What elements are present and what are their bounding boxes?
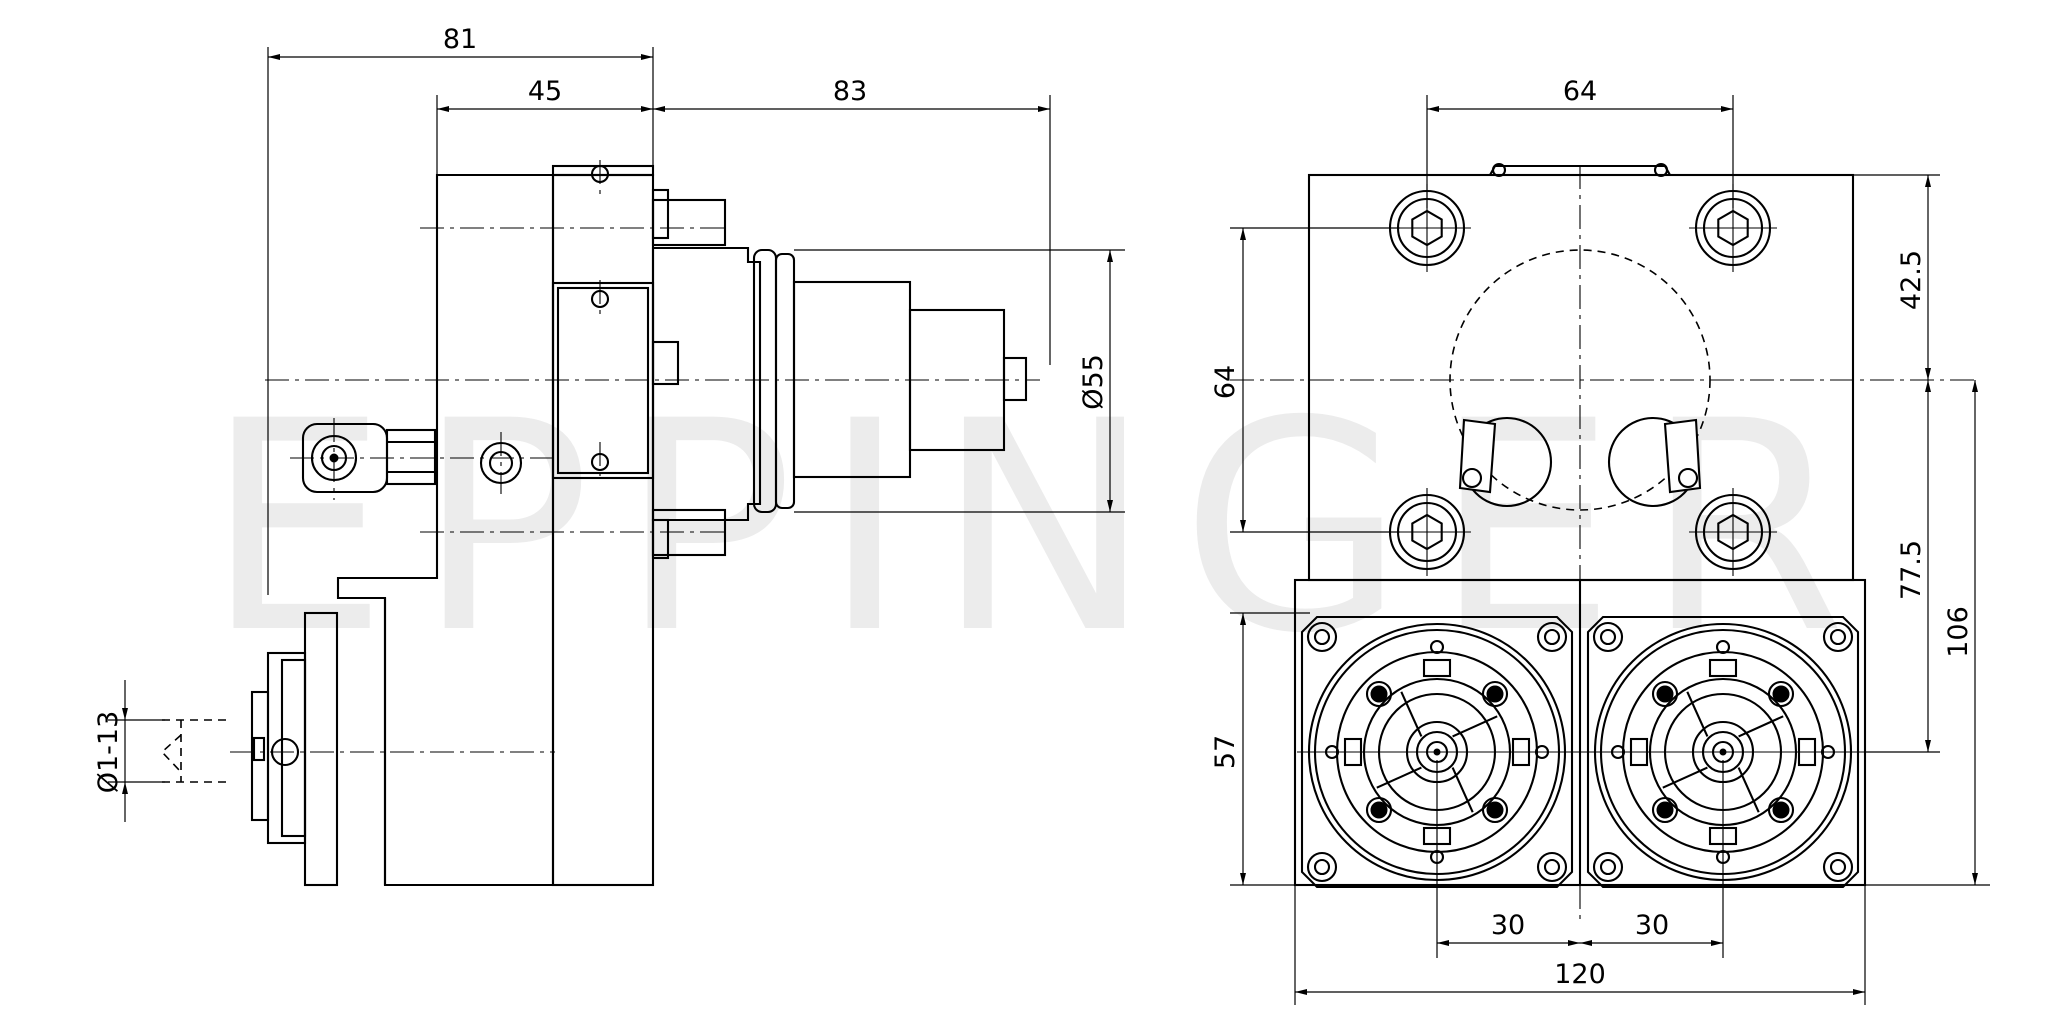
clamp-bolt-icon	[1365, 680, 1393, 708]
dim-64-left: 64	[1210, 365, 1241, 399]
front-view-dimensions: 64 64 42.5 77.5 106 57 30 30 120	[1210, 76, 1990, 1005]
watermark: EPPINGER	[205, 360, 1874, 697]
front-view	[1230, 162, 1975, 920]
clamp-bolt-icon	[1481, 680, 1509, 708]
corner-screw-icon	[1592, 851, 1624, 883]
corner-screw-icon	[1306, 621, 1338, 653]
dim-81: 81	[443, 24, 477, 55]
dim-64-top: 64	[1563, 76, 1597, 107]
front-bolts	[1383, 184, 1777, 576]
corner-screw-icon	[1536, 621, 1568, 653]
corner-screw-icon	[1536, 851, 1568, 883]
side-shaft-tip	[1002, 356, 1028, 402]
clamp-bolt-icon	[1651, 680, 1679, 708]
corner-screw-icon	[1306, 851, 1338, 883]
dim-42-5: 42.5	[1896, 250, 1927, 310]
side-upper-pin	[651, 198, 727, 247]
dim-30-right: 30	[1635, 910, 1669, 941]
hex-socket-bolt-icon	[1689, 488, 1777, 576]
dim-83: 83	[833, 76, 867, 107]
dim-57: 57	[1210, 735, 1241, 769]
dim-30-left: 30	[1491, 910, 1525, 941]
watermark-text: EPPINGER	[205, 360, 1874, 697]
side-view-dimensions: 81 45 83 Ø55 Ø1-13	[93, 24, 1125, 822]
dim-dia-55: Ø55	[1078, 354, 1109, 410]
clamp-bolt-icon	[1767, 680, 1795, 708]
hex-socket-bolt-icon	[1689, 184, 1777, 272]
dim-120: 120	[1554, 959, 1606, 990]
dim-77-5: 77.5	[1896, 540, 1927, 600]
corner-screw-icon	[1822, 851, 1854, 883]
clamp-bolt-icon	[1651, 796, 1679, 824]
side-view	[160, 160, 1040, 887]
clamp-bolt-icon	[1767, 796, 1795, 824]
clamp-bolt-icon	[1365, 796, 1393, 824]
corner-screw-icon	[1592, 621, 1624, 653]
clamp-bolt-icon	[1481, 796, 1509, 824]
side-spindle-housing	[651, 246, 762, 522]
dim-45: 45	[528, 76, 562, 107]
dim-dia-1-13: Ø1-13	[93, 711, 124, 794]
corner-screw-icon	[1822, 621, 1854, 653]
dim-106: 106	[1943, 606, 1974, 658]
